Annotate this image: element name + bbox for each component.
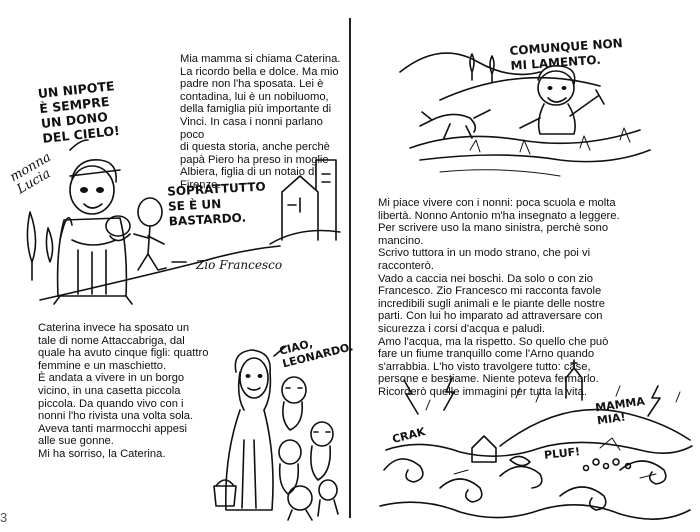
illustration-leonardo-marsh [399, 52, 651, 177]
story-paragraph-caterina: Mia mamma si chiama Caterina. La ricordo… [180, 53, 341, 191]
illustration-nonna-and-zio [26, 139, 341, 305]
page-number: 3 [0, 510, 8, 525]
page-gutter [349, 18, 351, 518]
story-paragraph-attaccabriga: Caterina invece ha sposato un tale di no… [38, 322, 209, 460]
illustration-caterina-and-children [213, 345, 339, 521]
story-paragraph-nonni: Mi piace vivere con i nonni: poca scuola… [378, 197, 620, 398]
